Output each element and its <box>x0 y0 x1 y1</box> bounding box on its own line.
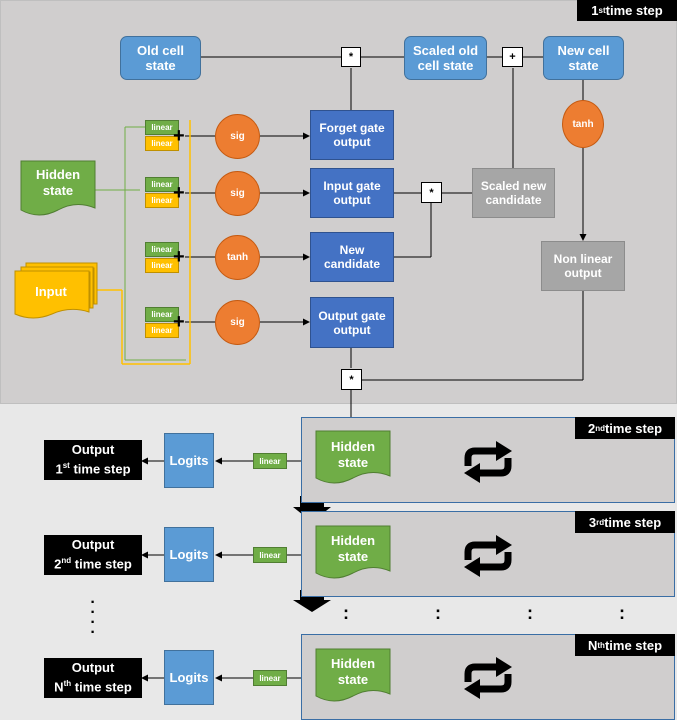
linear-input-2: linear <box>145 193 179 208</box>
old-cell-state-box: Old cell state <box>120 36 201 80</box>
hidden-state-doc <box>20 160 96 216</box>
ellipsis-2: : <box>435 603 441 623</box>
scaled-new-candidate-box: Scaled new candidate <box>472 168 555 218</box>
input-multidoc <box>14 262 98 319</box>
linear-input-4: linear <box>145 323 179 338</box>
output-multiply-operator: * <box>341 369 362 390</box>
repeat-icon <box>464 657 512 699</box>
linear-input-1: linear <box>145 136 179 151</box>
output-step-n-tag: Output Nth time step <box>44 658 142 698</box>
hidden-state-doc <box>315 430 391 484</box>
linear-hidden-4: linear <box>145 307 179 322</box>
linear-step-2: linear <box>253 453 287 469</box>
linear-hidden-2: linear <box>145 177 179 192</box>
cell-add-operator: + <box>502 47 523 67</box>
forget-sig-circle: sig <box>215 114 260 159</box>
plus-icon: + <box>173 125 185 147</box>
logits-step-n: Logits <box>164 650 214 705</box>
input-multiply-operator: * <box>421 182 442 203</box>
scaled-old-cell-state-box: Scaled old cell state <box>404 36 487 80</box>
linear-step-n: linear <box>253 670 287 686</box>
plus-icon: + <box>173 311 185 333</box>
ellipsis-3: : <box>527 603 533 623</box>
ellipsis-1: : <box>343 603 349 623</box>
vertical-ellipsis: ···· <box>90 594 96 641</box>
repeat-icon <box>464 535 512 577</box>
linear-input-3: linear <box>145 258 179 273</box>
output-step-1-tag: Output 1st time step <box>44 440 142 480</box>
hidden-state-doc <box>315 525 391 579</box>
linear-hidden-1: linear <box>145 120 179 135</box>
linear-hidden-3: linear <box>145 242 179 257</box>
non-linear-output-box: Non linear output <box>541 241 625 291</box>
cell-tanh-circle: tanh <box>562 100 604 148</box>
plus-icon: + <box>173 246 185 268</box>
logits-step-2: Logits <box>164 433 214 488</box>
logits-step-3: Logits <box>164 527 214 582</box>
plus-icon: + <box>173 182 185 204</box>
hidden-state-label: Hidden state <box>330 439 376 470</box>
hidden-state-label: Hidden state <box>330 656 376 687</box>
output-step-2-tag: Output 2nd time step <box>44 535 142 575</box>
forget-gate-output-box: Forget gate output <box>310 110 394 160</box>
input-label: Input <box>35 284 67 299</box>
input-sig-circle: sig <box>215 171 260 216</box>
new-candidate-box: New candidate <box>310 232 394 282</box>
hidden-state-doc <box>315 648 391 702</box>
output-sig-circle: sig <box>215 300 260 345</box>
input-gate-output-box: Input gate output <box>310 168 394 218</box>
linear-step-3: linear <box>253 547 287 563</box>
forget-multiply-operator: * <box>341 47 361 67</box>
repeat-icon <box>464 441 512 483</box>
ellipsis-4: : <box>619 603 625 623</box>
new-cell-state-box: New cell state <box>543 36 624 80</box>
hidden-state-label: Hidden state <box>35 167 81 198</box>
output-gate-output-box: Output gate output <box>310 297 394 348</box>
candidate-tanh-circle: tanh <box>215 235 260 280</box>
hidden-state-label: Hidden state <box>330 533 376 564</box>
